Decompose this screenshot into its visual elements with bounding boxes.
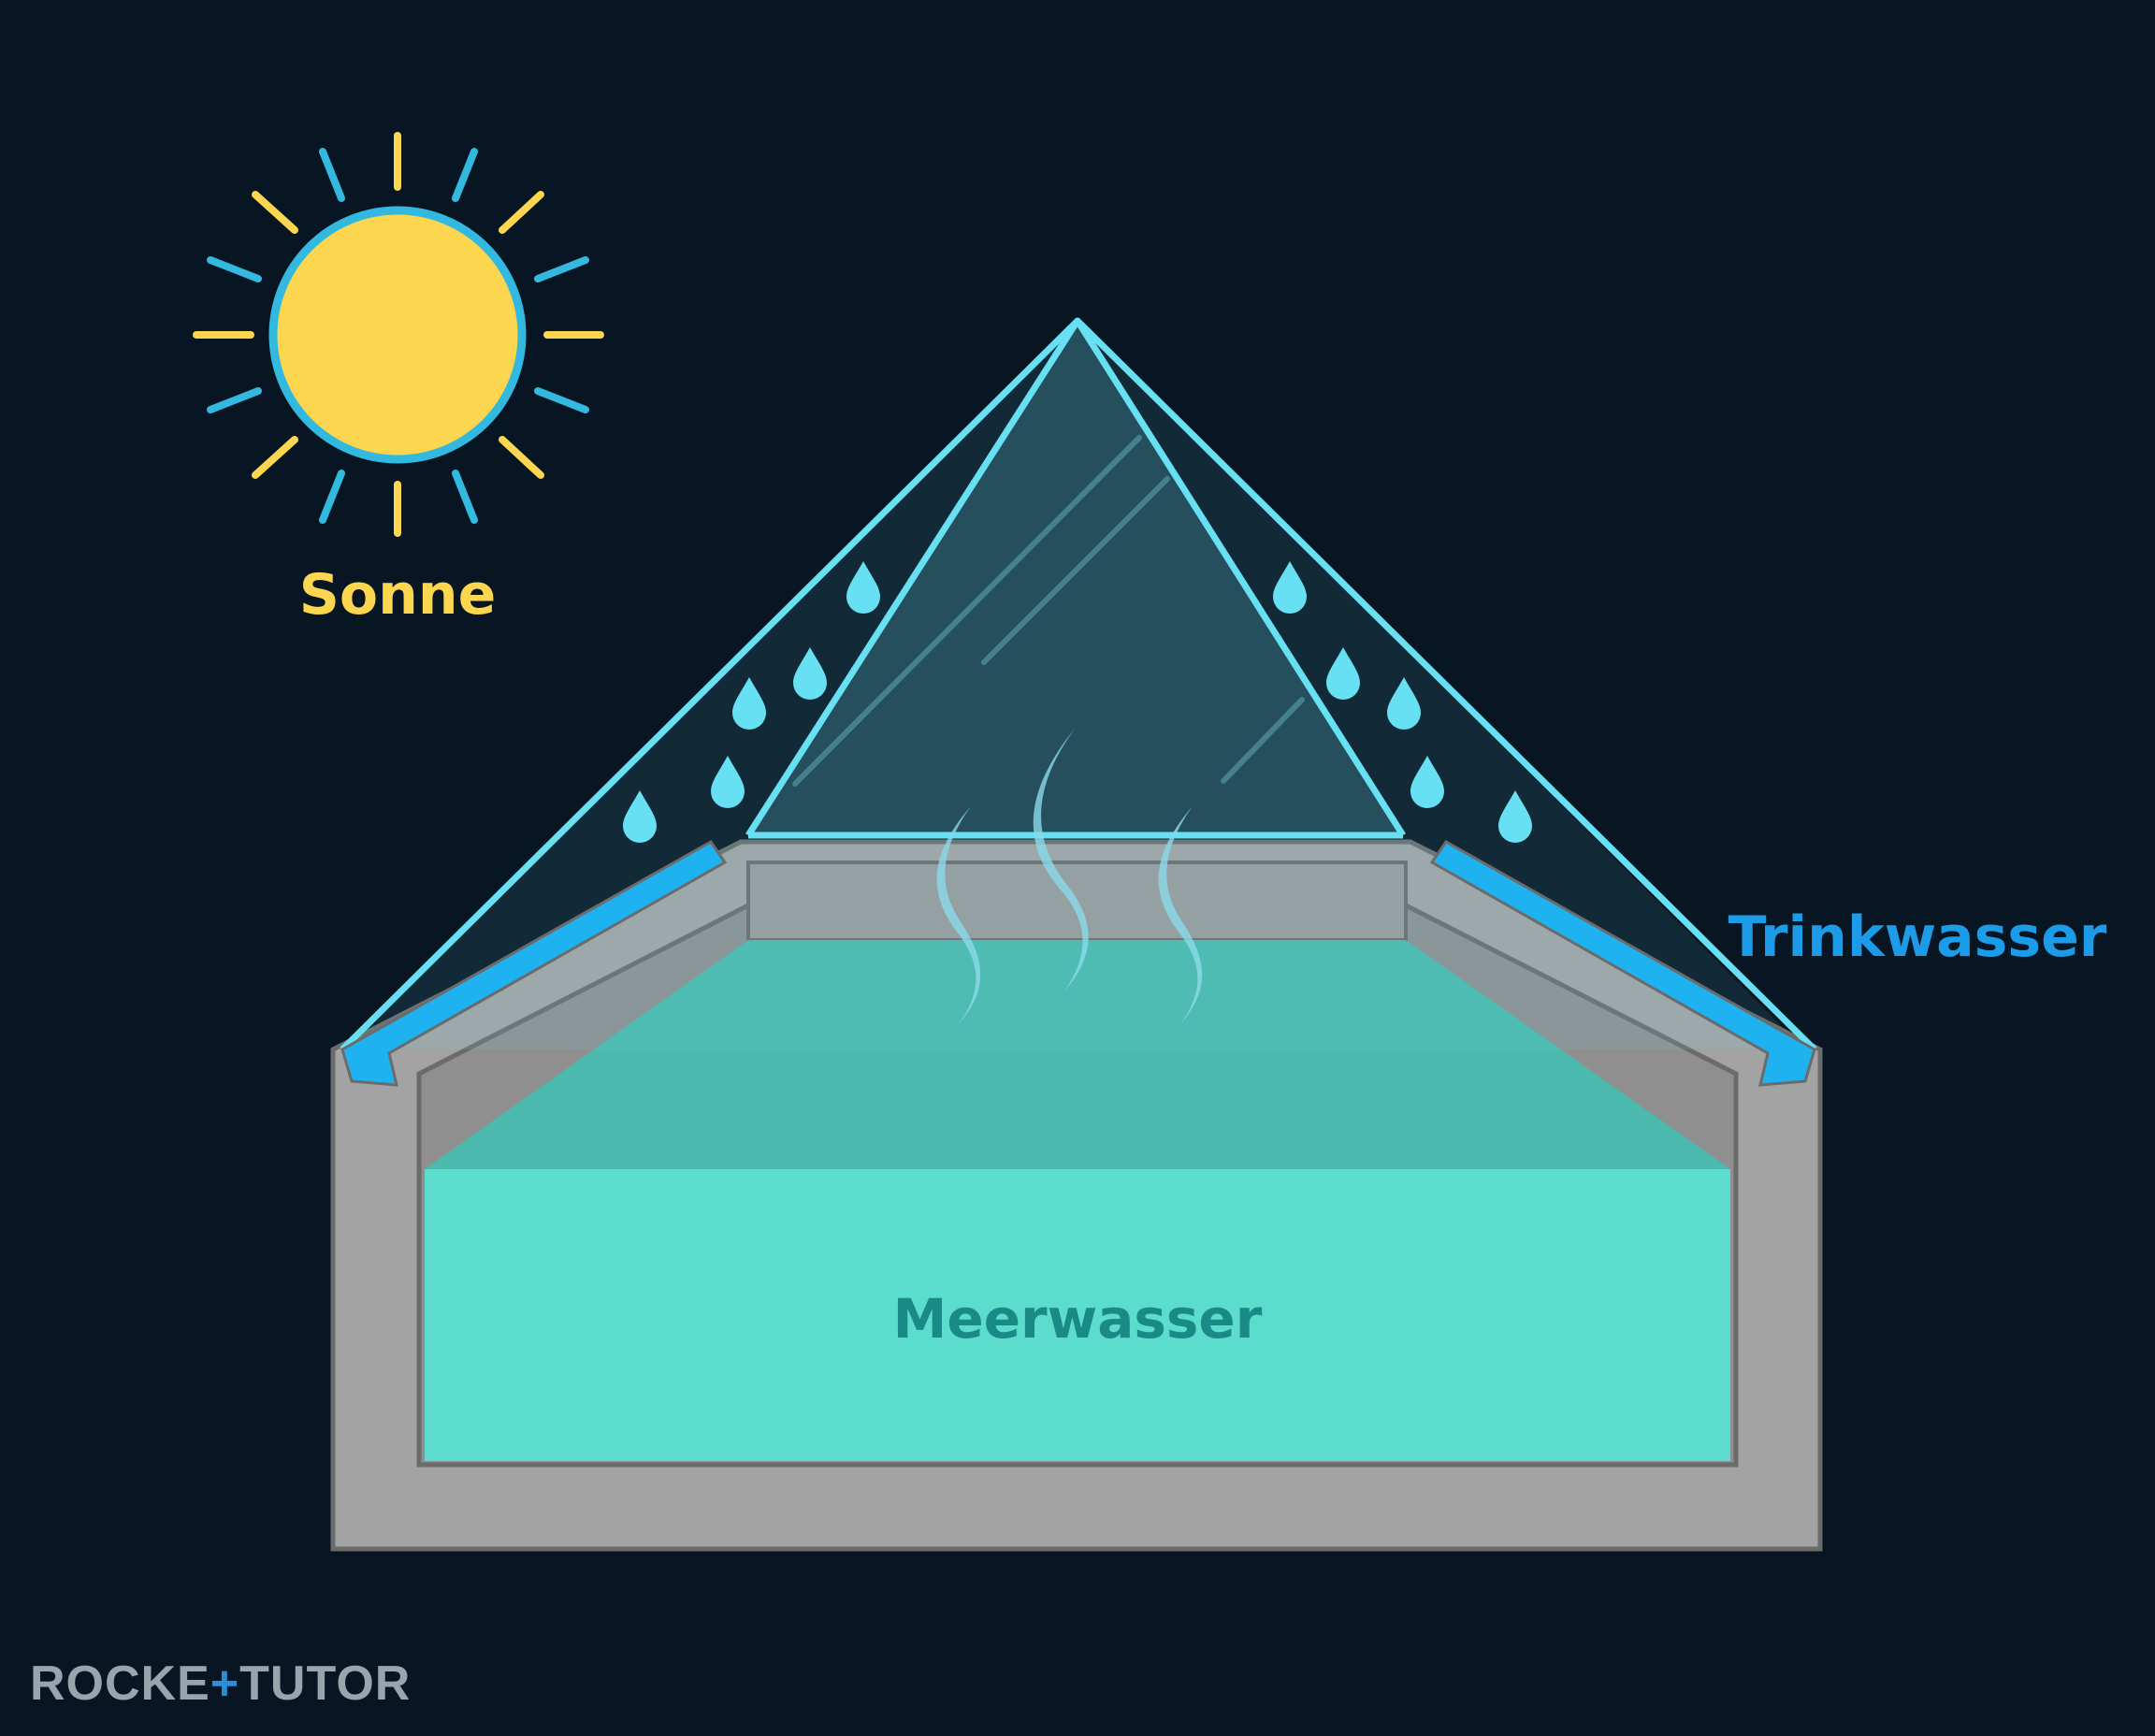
watermark-plus: + [210,1656,240,1711]
watermark-right: TUTOR [239,1656,412,1711]
sun-icon [193,132,604,537]
sun-label: Sonne [299,562,497,628]
fresh-water-channels [340,840,1816,1087]
watermark-left: ROCKE [30,1656,210,1711]
steam-icon [936,728,1203,1024]
fresh-water-label: Trinkwasser [1728,904,2107,970]
water-droplet-icon [623,561,1532,843]
sea-water [425,940,1730,1461]
watermark-logo: ROCKE+TUTOR [30,1654,411,1714]
sea-water-label: Meerwasser [893,1287,1263,1351]
